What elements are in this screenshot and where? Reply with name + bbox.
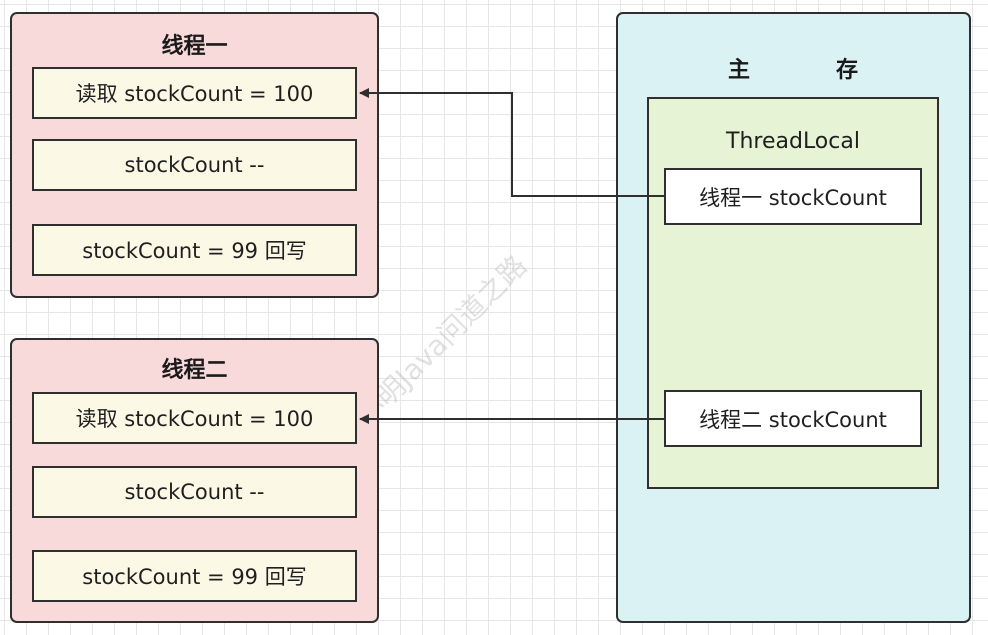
thread-two-step-read: 读取 stockCount = 100	[32, 392, 357, 444]
thread-one-step-decrement: stockCount --	[32, 139, 357, 191]
threadlocal-var-thread-two: 线程二 stockCount	[664, 390, 922, 447]
arrow-thread-one-read	[359, 88, 664, 197]
main-memory-title-right: 存	[836, 58, 859, 83]
threadlocal-var-thread-one: 线程一 stockCount	[664, 168, 922, 225]
thread-one-title: 线程一	[161, 34, 228, 59]
thread-one-step-writeback: stockCount = 99 回写	[32, 224, 357, 276]
main-memory-title-left: 主	[728, 58, 751, 83]
thread-one-step-read: 读取 stockCount = 100	[32, 67, 357, 119]
threadlocal-title: ThreadLocal	[726, 129, 860, 154]
thread-two-title: 线程二	[161, 358, 228, 383]
thread-two-step-decrement: stockCount --	[32, 466, 357, 518]
thread-two-step-writeback: stockCount = 99 回写	[32, 550, 357, 602]
